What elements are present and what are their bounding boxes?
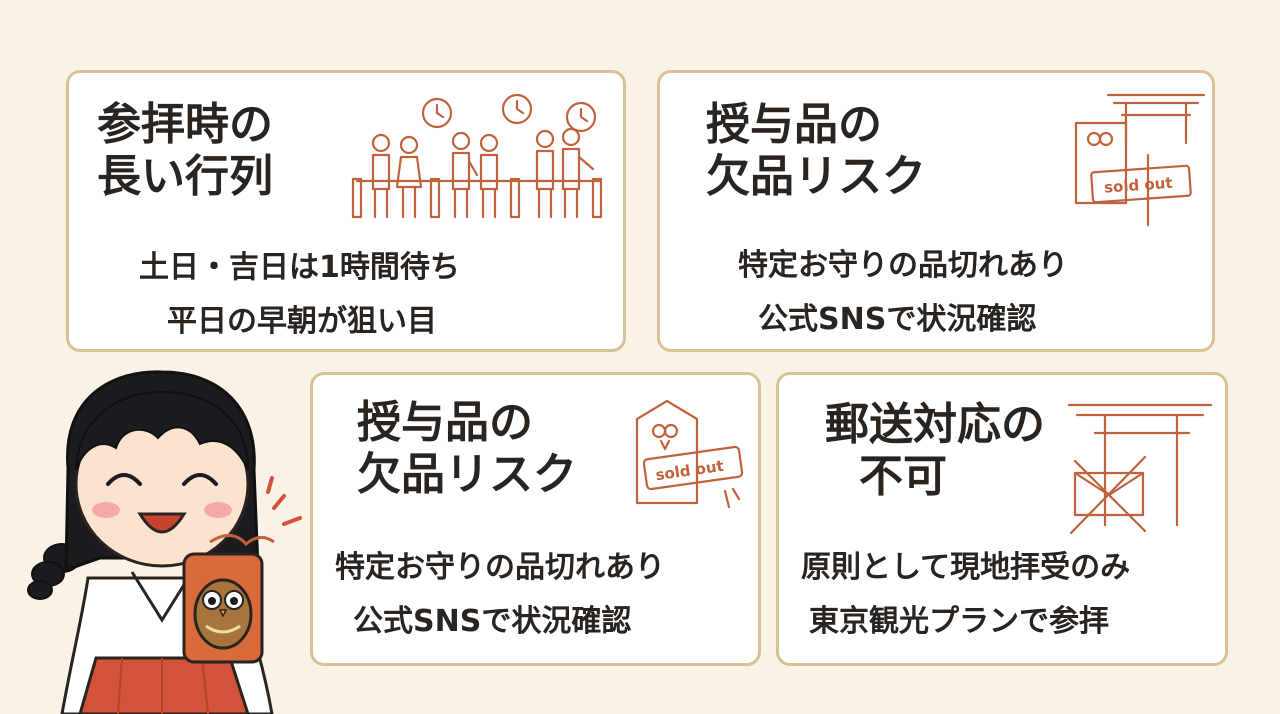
card-title-line: 郵送対応の xyxy=(825,399,1045,450)
card-title: 参拝時の 長い行列 xyxy=(97,99,273,203)
card-body: 原則として現地拝受のみ 東京観光プランで参拝 xyxy=(801,553,1130,637)
shrine-maiden-illustration xyxy=(27,370,302,714)
card-body-line: 公式SNSで状況確認 xyxy=(758,302,1037,337)
card-title: 授与品の 欠品リスク xyxy=(706,99,926,203)
collar xyxy=(130,571,194,623)
card-body: 特定お守りの品切れあり 公式SNSで状況確認 xyxy=(335,553,665,637)
hakama xyxy=(78,656,250,714)
sold-out-charm-icon: sold out xyxy=(635,399,744,509)
card-title-line: 不可 xyxy=(859,450,947,502)
card-body-line: 特定お守りの品切れあり xyxy=(738,248,1068,283)
mouth xyxy=(137,512,187,534)
card-body-line: 土日・吉日は1時間待ち xyxy=(139,250,460,285)
owl-charm-icon xyxy=(182,534,275,664)
card-stock-risk-1: 授与品の 欠品リスク sold out 特定お守りの品切れあり 公式SNSで状況… xyxy=(657,70,1215,352)
card-title-line: 授与品の xyxy=(357,397,533,448)
card-title-line: 長い行列 xyxy=(97,150,273,202)
card-body-line: 公式SNSで状況確認 xyxy=(353,604,632,639)
card-long-queue: 参拝時の 長い行列 土日・吉日は1時間待ち 平日の早朝が狙い目 xyxy=(66,70,626,352)
card-body-line: 原則として現地拝受のみ xyxy=(801,550,1131,585)
no-mail-torii-icon xyxy=(1067,403,1213,535)
right-eye xyxy=(182,473,218,486)
bangs xyxy=(75,390,249,471)
sold-out-badge-text: sold out xyxy=(1104,174,1174,197)
card-title: 授与品の 欠品リスク xyxy=(357,397,577,501)
card-body: 土日・吉日は1時間待ち 平日の早朝が狙い目 xyxy=(139,253,460,337)
queue-icon xyxy=(351,93,603,219)
sold-out-charm-icon: sold out xyxy=(1074,93,1206,227)
card-title: 郵送対応の 不可 xyxy=(825,399,1045,503)
card-stock-risk-2: 授与品の 欠品リスク sold out 特定お守りの品切れあり 公式SNSで状況… xyxy=(310,372,761,666)
card-title-line: 欠品リスク xyxy=(706,150,926,202)
card-body-line: 特定お守りの品切れあり xyxy=(335,550,665,585)
card-title-line: 授与品の xyxy=(706,99,882,150)
card-body-line: 平日の早朝が狙い目 xyxy=(167,304,437,339)
card-title-line: 欠品リスク xyxy=(357,448,577,500)
card-title-line: 参拝時の xyxy=(97,99,273,150)
card-no-mail: 郵送対応の 不可 原則として現地拝受のみ 東京観光プランで参拝 xyxy=(776,372,1228,666)
card-body: 特定お守りの品切れあり 公式SNSで状況確認 xyxy=(738,251,1068,335)
left-eye xyxy=(106,473,142,486)
card-body-line: 東京観光プランで参拝 xyxy=(809,604,1109,639)
